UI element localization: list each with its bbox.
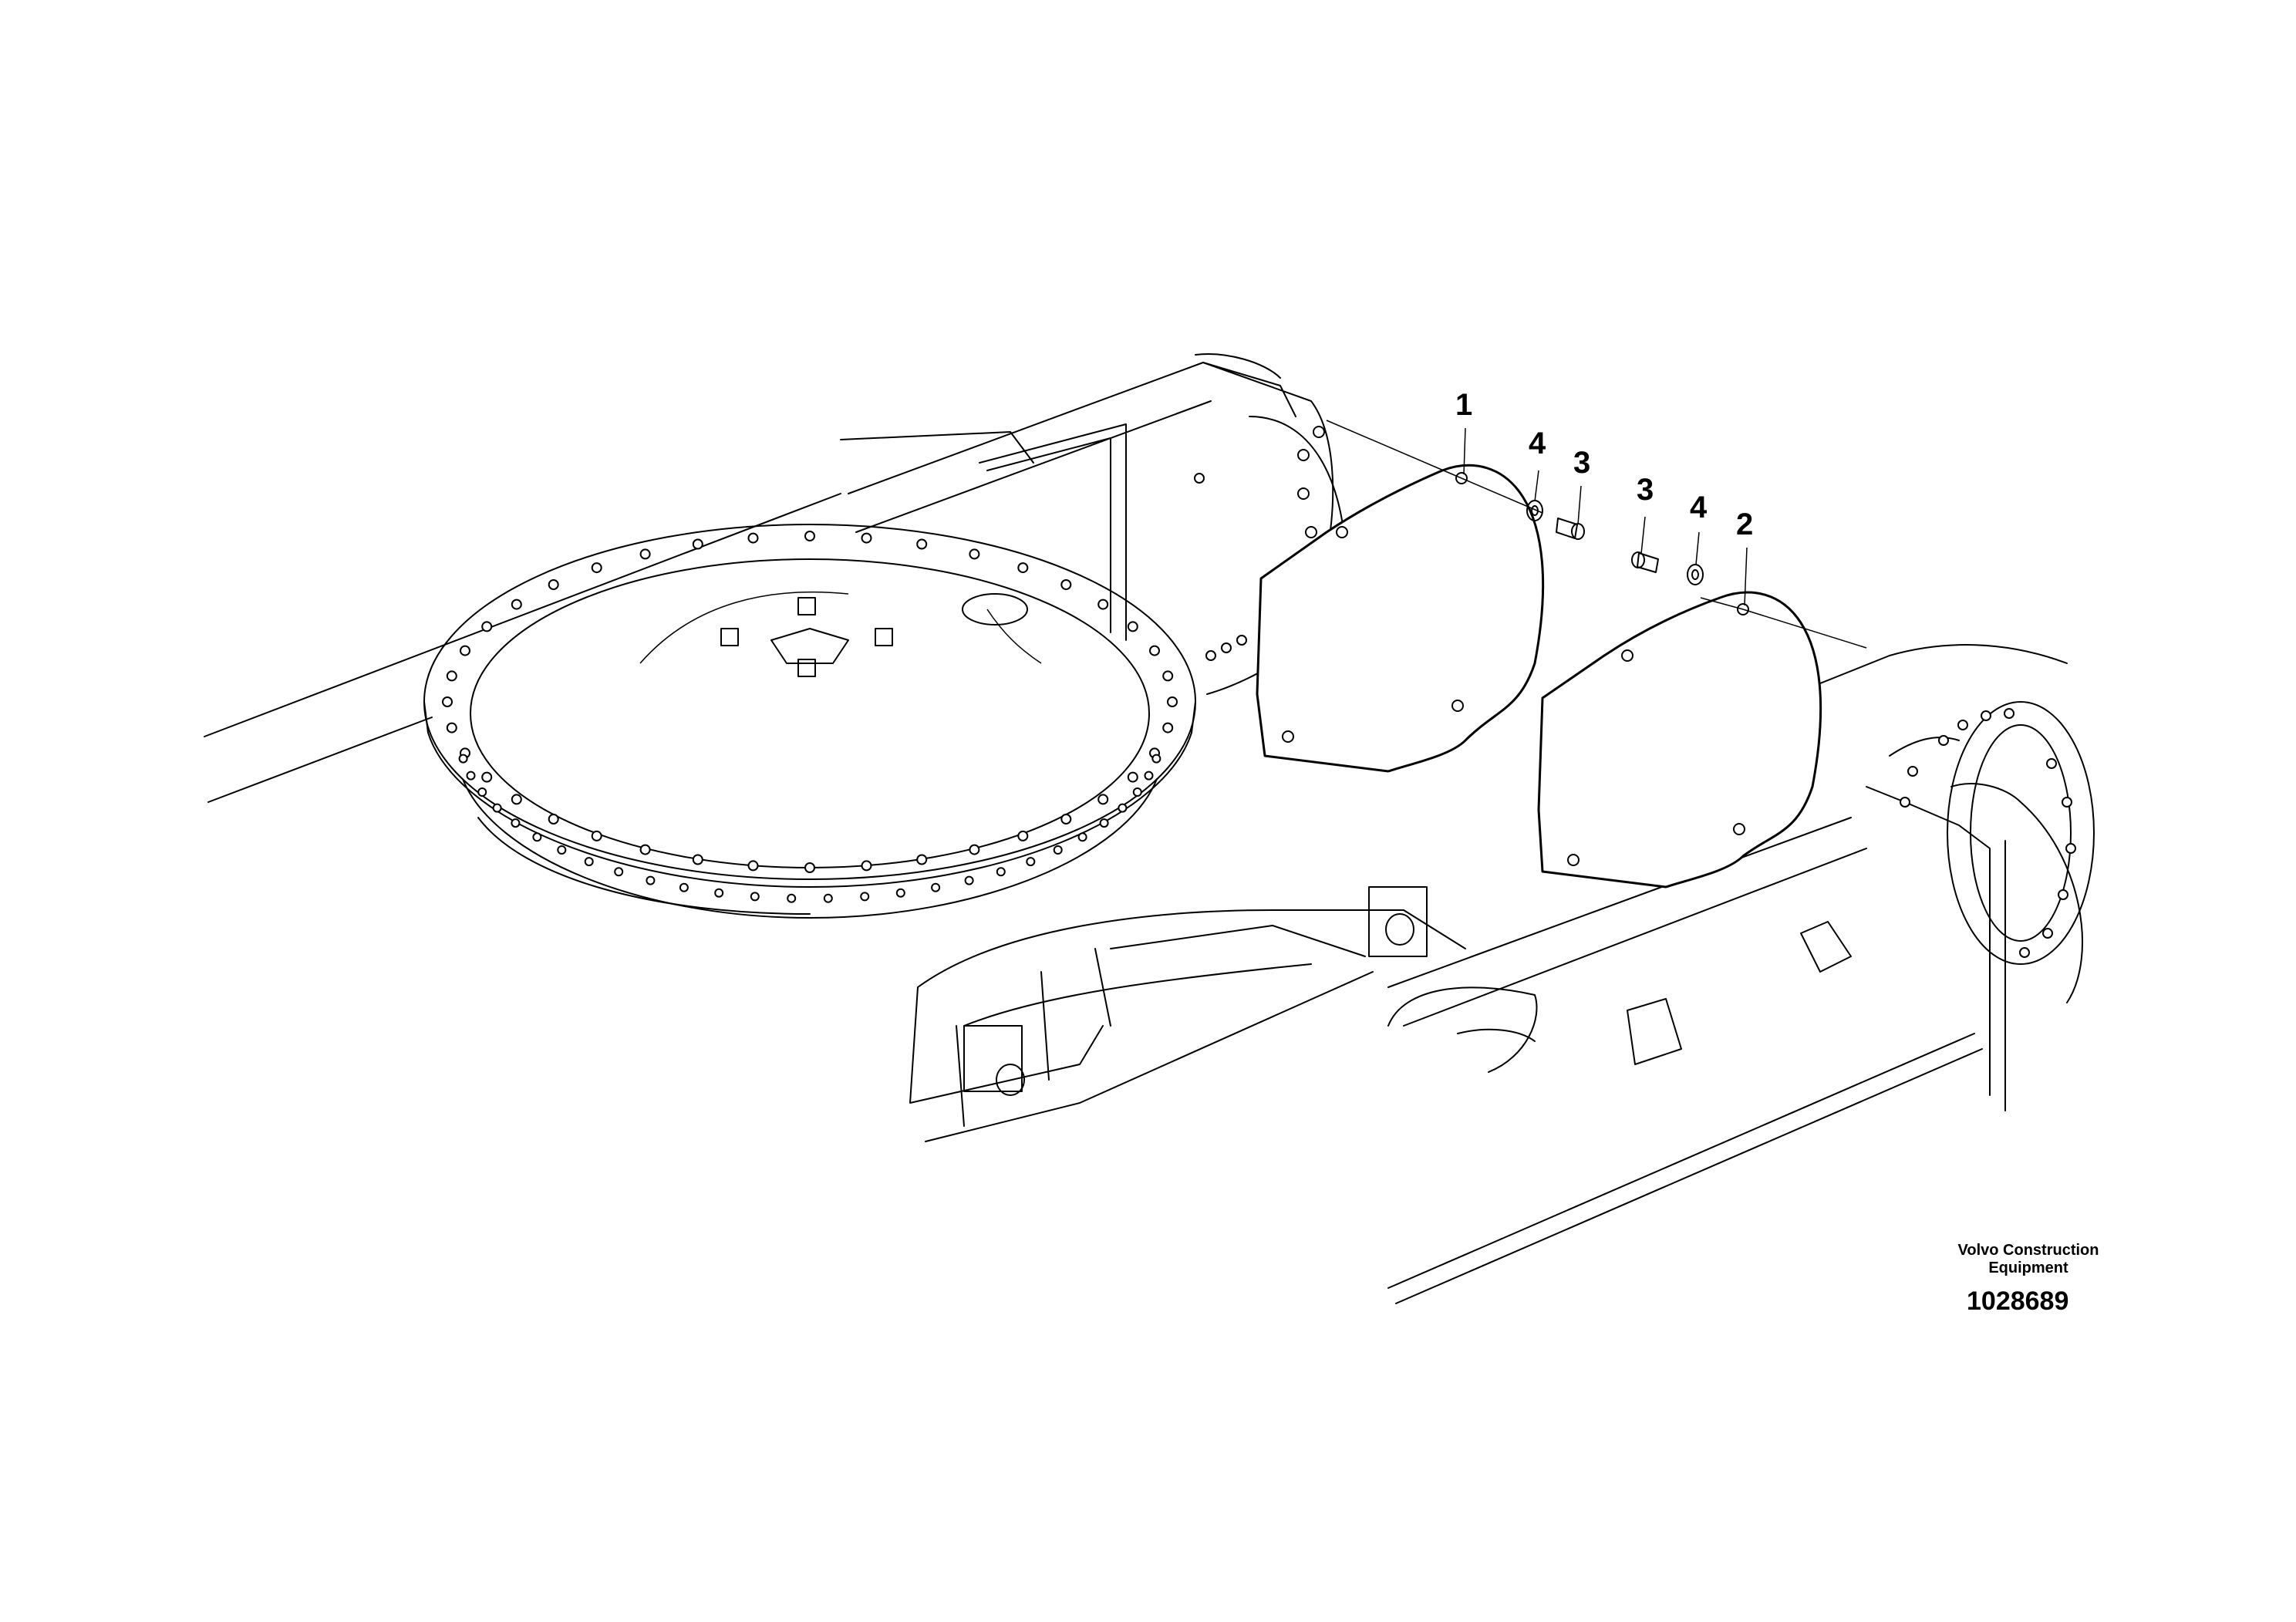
ring-side-hole — [679, 882, 689, 892]
upper-cross-beam — [840, 353, 1347, 695]
ring-bolt-hole — [916, 854, 928, 865]
ring-side-hole — [557, 845, 567, 855]
ring-side-hole — [646, 875, 656, 885]
ring-bolt-hole — [460, 645, 470, 656]
slewing-ring — [423, 524, 1196, 919]
ring-bolt-hole — [1017, 562, 1029, 574]
ring-bolt-hole — [969, 548, 980, 560]
ring-bolt-hole — [591, 562, 602, 574]
ring-side-hole — [584, 857, 594, 867]
ring-bolt-hole — [511, 794, 522, 805]
ring-side-hole — [1099, 818, 1109, 828]
ring-side-hole — [458, 754, 468, 764]
screw-3-a — [1556, 518, 1585, 540]
cover-plate-2 — [1537, 591, 1867, 889]
ring-side-hole — [895, 888, 905, 898]
frame-rails — [204, 493, 1983, 1304]
ring-side-hole — [614, 867, 624, 877]
ring-bolt-hole — [639, 844, 651, 855]
ring-bolt-hole — [1167, 696, 1178, 707]
ring-side-hole — [1077, 832, 1087, 842]
ring-bolt-hole — [692, 854, 703, 865]
ring-bolt-hole — [861, 532, 872, 544]
ring-bolt-hole — [639, 548, 651, 560]
ring-side-hole — [492, 803, 502, 813]
ring-side-hole — [964, 875, 974, 885]
document-number: 1028689 — [1967, 1286, 2069, 1316]
ring-side-hole — [996, 867, 1006, 877]
lower-cross-beam — [909, 817, 1867, 1142]
callout-leaders — [1463, 427, 1748, 606]
ring-side-hole — [750, 892, 760, 902]
ring-bolt-hole — [591, 830, 602, 841]
ring-bolt-hole — [804, 862, 815, 873]
ring-bolt-hole — [1097, 794, 1109, 805]
ring-bolt-hole — [446, 722, 457, 733]
ring-bolt-hole — [1149, 645, 1160, 656]
ring-bolt-hole — [747, 860, 759, 872]
ring-side-hole — [860, 892, 870, 902]
right-side-member — [1812, 644, 2095, 1111]
ring-side-hole — [931, 882, 941, 892]
ring-bolt-hole — [969, 844, 980, 855]
ring-bolt-hole — [1060, 814, 1072, 824]
ring-side-hole — [532, 832, 542, 842]
screw-3-b — [1631, 551, 1659, 573]
callout-3-left: 3 — [1573, 446, 1591, 480]
washer-4-b — [1687, 564, 1704, 585]
ring-side-hole — [511, 818, 521, 828]
ring-side-hole — [1144, 771, 1154, 781]
callout-4-left: 4 — [1529, 427, 1546, 460]
ring-bolt-hole — [442, 696, 453, 707]
ring-bolt-hole — [916, 538, 928, 550]
ring-bolt-hole — [747, 532, 759, 544]
callout-2: 2 — [1736, 508, 1754, 541]
ring-bolt-hole — [481, 621, 493, 632]
ring-side-hole — [1151, 754, 1161, 764]
ring-bolt-hole — [1127, 621, 1138, 632]
ring-bolt-hole — [548, 814, 559, 824]
cover-plate-1 — [1256, 420, 1545, 773]
ring-bolt-hole — [861, 860, 872, 872]
callout-3-right: 3 — [1637, 473, 1654, 507]
ring-side-hole — [1118, 803, 1128, 813]
callout-4-right: 4 — [1690, 491, 1708, 524]
brand-line-1: Volvo Construction — [1957, 1242, 2099, 1259]
ring-side-hole — [1053, 845, 1063, 855]
ring-side-hole — [466, 771, 476, 781]
ring-bolt-hole — [1060, 579, 1072, 590]
ring-bolt-hole — [1097, 599, 1109, 610]
brand-line-2: Equipment — [1988, 1259, 2068, 1276]
callout-1: 1 — [1455, 388, 1473, 422]
ring-bolt-hole — [548, 579, 559, 590]
ring-side-hole — [477, 787, 487, 797]
ring-bolt-hole — [1017, 830, 1029, 841]
ring-bolt-hole — [481, 771, 493, 783]
ring-side-hole — [1132, 787, 1142, 797]
ring-bolt-hole — [804, 531, 815, 541]
ring-bolt-hole — [511, 599, 522, 610]
ring-side-hole — [1026, 857, 1036, 867]
ring-bolt-hole — [1127, 771, 1138, 783]
ring-side-hole — [714, 888, 724, 898]
ring-side-hole — [787, 893, 797, 903]
ring-bolt-hole — [692, 538, 703, 550]
brand-label: Volvo Construction Equipment — [1928, 1242, 2129, 1277]
ring-bolt-hole — [446, 670, 457, 682]
ring-bolt-hole — [1162, 670, 1174, 682]
ring-bolt-hole — [1162, 722, 1174, 733]
ring-bolt-holes — [442, 531, 1178, 903]
ring-side-hole — [823, 893, 833, 903]
